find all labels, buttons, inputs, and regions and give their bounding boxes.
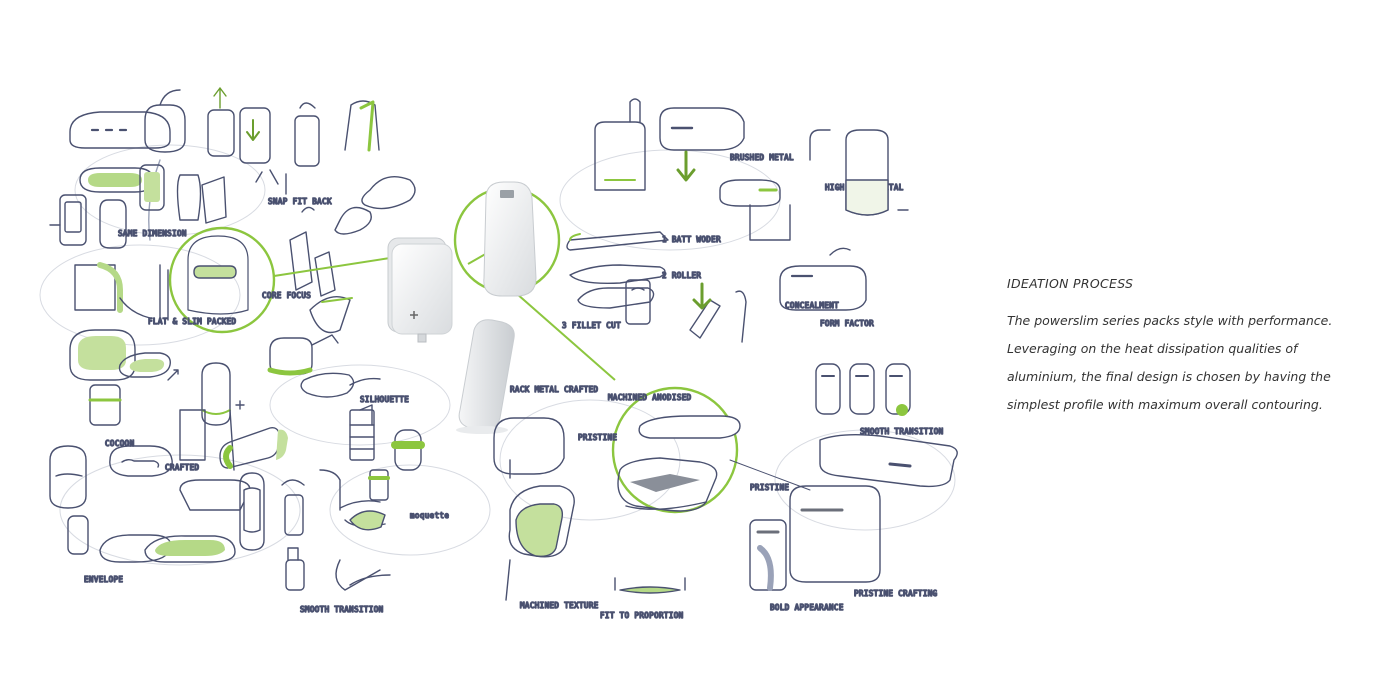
svg-text:1 BATT WODER: 1 BATT WODER (662, 235, 721, 244)
svg-text:FIT TO PROPORTION: FIT TO PROPORTION (600, 611, 684, 620)
right-top-sketch-cluster: BRUSHED METAL HIGH GLOSS METAL 1 BATT WO… (561, 98, 909, 343)
section-description: The powerslim series packs style with pe… (1007, 307, 1347, 419)
description-line: Leveraging on the heat dissipation quali… (1007, 341, 1298, 356)
description-line: The powerslim series packs style with pe… (1007, 313, 1333, 328)
svg-text:BOLD APPEARANCE: BOLD APPEARANCE (770, 603, 844, 612)
svg-text:2 ROLLER: 2 ROLLER (662, 271, 701, 280)
left-sketch-cluster: SNAP FIT BACK SAME DIMENSION FLAT & SLIM… (49, 87, 450, 615)
svg-text:PRISTINE: PRISTINE (750, 483, 789, 492)
right-bottom-sketch-cluster: FORM FACTOR SMOOTH TRANSITION RACK METAL… (493, 318, 958, 621)
svg-text:CRAFTED: CRAFTED (165, 463, 199, 472)
section-title: IDEATION PROCESS (1007, 276, 1134, 291)
description-panel: IDEATION PROCESS The powerslim series pa… (1007, 276, 1347, 419)
ideation-sketch-collage: SNAP FIT BACK SAME DIMENSION FLAT & SLIM… (30, 80, 960, 630)
svg-text:SMOOTH TRANSITION: SMOOTH TRANSITION (300, 605, 384, 614)
svg-text:PRISTINE: PRISTINE (578, 433, 617, 442)
description-line: simplest profile with maximum overall co… (1007, 397, 1323, 412)
svg-text:BRUSHED METAL: BRUSHED METAL (730, 153, 794, 162)
svg-text:3 FILLET CUT: 3 FILLET CUT (562, 321, 621, 330)
svg-text:SILHOUETTE: SILHOUETTE (360, 395, 409, 404)
svg-text:moquette: moquette (410, 511, 449, 520)
svg-text:CORE FOCUS: CORE FOCUS (262, 291, 311, 300)
description-line: aluminium, the final design is chosen by… (1007, 369, 1331, 384)
svg-text:MACHINED TEXTURE: MACHINED TEXTURE (520, 601, 599, 610)
svg-text:SMOOTH TRANSITION: SMOOTH TRANSITION (860, 427, 944, 436)
svg-text:ENVELOPE: ENVELOPE (84, 575, 123, 584)
product-render-square (387, 237, 453, 343)
svg-text:CONCEALMENT: CONCEALMENT (785, 301, 839, 310)
svg-text:SAME DIMENSION: SAME DIMENSION (118, 229, 187, 238)
svg-text:FORM FACTOR: FORM FACTOR (820, 319, 874, 328)
product-render-pebble (453, 181, 561, 297)
product-render-slim (456, 319, 515, 434)
svg-text:MACHINED ANODISED: MACHINED ANODISED (608, 393, 692, 402)
svg-text:FLAT & SLIM PACKED: FLAT & SLIM PACKED (148, 317, 237, 326)
svg-text:SNAP FIT BACK: SNAP FIT BACK (268, 197, 332, 206)
svg-text:PRISTINE CRAFTING: PRISTINE CRAFTING (854, 589, 938, 598)
svg-text:COCOON: COCOON (105, 439, 135, 448)
svg-text:RACK METAL CRAFTED: RACK METAL CRAFTED (510, 385, 599, 394)
